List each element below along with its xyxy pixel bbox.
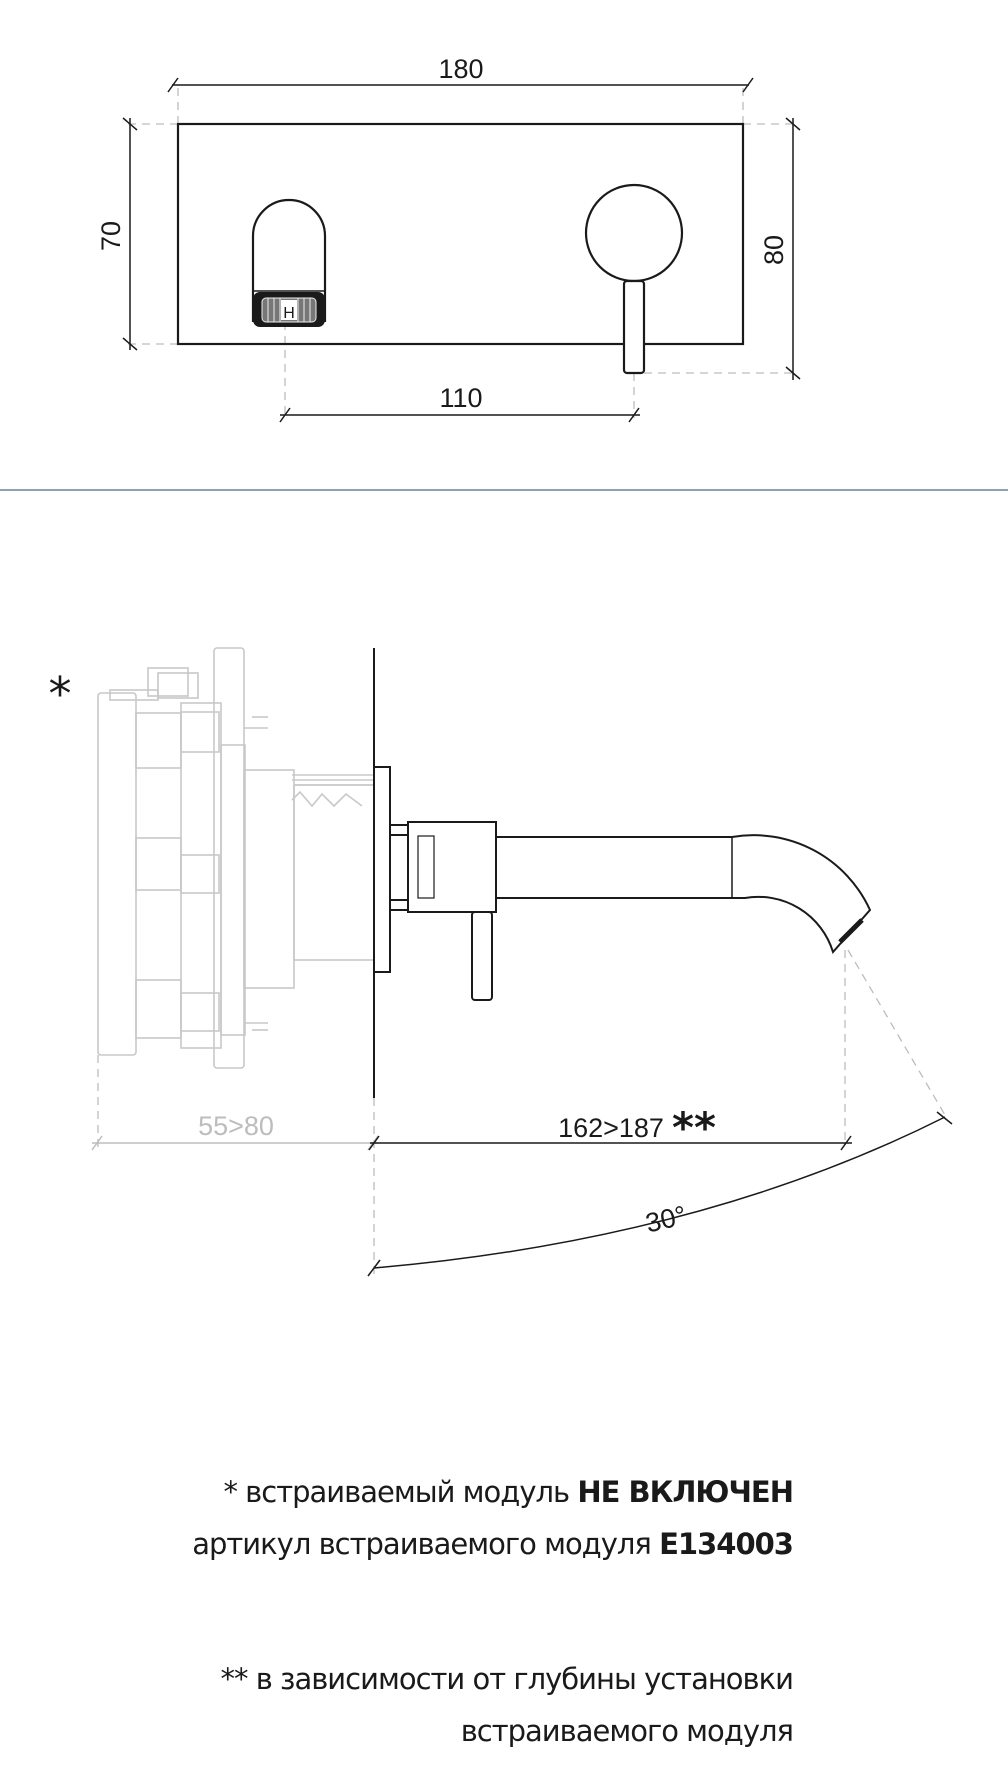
dim-height-80: 80 (759, 235, 789, 265)
note-line1-prefix: * встраиваемый модуль (223, 1475, 578, 1509)
spout-marker: H (283, 305, 295, 322)
angle-arc-30 (367, 1111, 953, 1277)
embedded-module-ghost (97, 647, 375, 1069)
note-line-depth: ** в зависимости от глубины установки (220, 1662, 794, 1696)
dim-spacing-110: 110 (439, 383, 482, 413)
angle-30: 30° (643, 1200, 690, 1238)
dim-line-70 (122, 117, 138, 351)
mixer-side (389, 821, 872, 1001)
dim-line-110 (279, 407, 640, 423)
note-line2-prefix: артикул встраиваемого модуля (192, 1527, 660, 1561)
spout-front (251, 198, 327, 327)
module-asterisk: * (49, 667, 72, 721)
dim-box-55-80: 55>80 (198, 1111, 274, 1141)
dim-line-180 (167, 77, 754, 93)
flange-side (373, 766, 391, 973)
dim-height-70: 70 (96, 221, 126, 251)
dim-spout-162-187: 162>187 (558, 1113, 664, 1143)
side-extension-lines (97, 949, 946, 1275)
handle-front (584, 183, 684, 375)
front-extension-lines (128, 84, 795, 418)
dim-spout-mark: ** (672, 1103, 716, 1152)
note-line-depth-2: встраиваемого модуля (460, 1714, 794, 1748)
note-line2-bold: E134003 (659, 1527, 794, 1561)
front-view: H (122, 77, 801, 423)
note-line1-bold: НЕ ВКЛЮЧЕН (577, 1475, 794, 1509)
dim-width-180: 180 (438, 54, 483, 84)
cover-plate (176, 122, 745, 346)
depth-notes: ** в зависимости от глубины установки вс… (221, 1653, 794, 1757)
note-line-module-article: артикул встраиваемого модуля E134003 (192, 1518, 794, 1570)
dim-line-80 (785, 117, 801, 380)
module-notes: * встраиваемый модуль НЕ ВКЛЮЧЕН артикул… (192, 1466, 794, 1570)
dim-line-162-187 (368, 1135, 852, 1151)
note-line-module-not-included: * встраиваемый модуль НЕ ВКЛЮЧЕН (192, 1466, 794, 1518)
